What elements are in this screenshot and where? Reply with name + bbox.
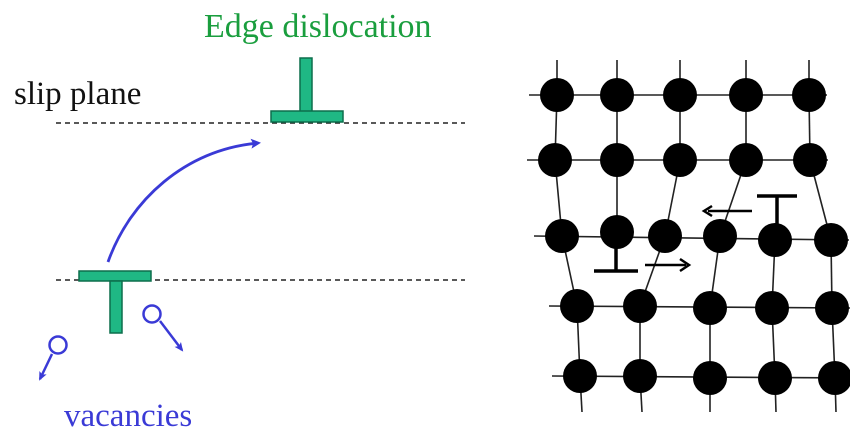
edge-dislocation-title: Edge dislocation — [204, 8, 432, 45]
left-vacancy-icon — [38, 335, 68, 381]
lattice-atom-2-2 — [648, 219, 682, 253]
lattice-atom-4-4 — [818, 361, 850, 395]
lattice-atom-2-1 — [600, 215, 634, 249]
lattice-atoms — [538, 78, 850, 395]
lattice-atom-0-0 — [540, 78, 574, 112]
lattice-atom-0-4 — [792, 78, 826, 112]
lattice-bond-row-2 — [533, 235, 850, 241]
lattice-atom-4-0 — [563, 359, 597, 393]
lattice-atom-3-0 — [560, 289, 594, 323]
lattice-atom-1-3 — [729, 143, 763, 177]
lattice-atom-4-1 — [623, 359, 657, 393]
lattice-atom-0-1 — [600, 78, 634, 112]
lattice-atom-2-0 — [545, 219, 579, 253]
lattice-atom-2-4 — [758, 223, 792, 257]
lattice-atom-4-2 — [693, 361, 727, 395]
lattice-dislocation-lower-icon — [594, 240, 692, 273]
lattice-atom-0-3 — [729, 78, 763, 112]
upper-dislocation-icon — [270, 57, 344, 123]
climb-arrow-icon — [106, 138, 261, 263]
vacancies-label: vacancies — [64, 398, 193, 434]
slip-schematic — [38, 57, 465, 381]
lattice-atom-3-1 — [623, 289, 657, 323]
atomic-lattice — [527, 60, 850, 413]
lattice-atom-3-4 — [815, 291, 849, 325]
lattice-atom-3-3 — [755, 291, 789, 325]
lattice-atom-4-3 — [758, 361, 792, 395]
lattice-atom-3-2 — [693, 291, 727, 325]
lattice-atom-2-3 — [703, 219, 737, 253]
slip-plane-label: slip plane — [14, 76, 142, 112]
lower-dislocation-icon — [78, 270, 152, 334]
lattice-atom-1-0 — [538, 143, 572, 177]
lattice-dislocation-upper-icon — [701, 194, 797, 226]
lattice-atom-1-4 — [793, 143, 827, 177]
lattice-atom-2-5 — [814, 223, 848, 257]
right-vacancy-icon — [142, 304, 184, 352]
lattice-atom-1-2 — [663, 143, 697, 177]
lattice-atom-0-2 — [663, 78, 697, 112]
lattice-atom-1-1 — [600, 143, 634, 177]
